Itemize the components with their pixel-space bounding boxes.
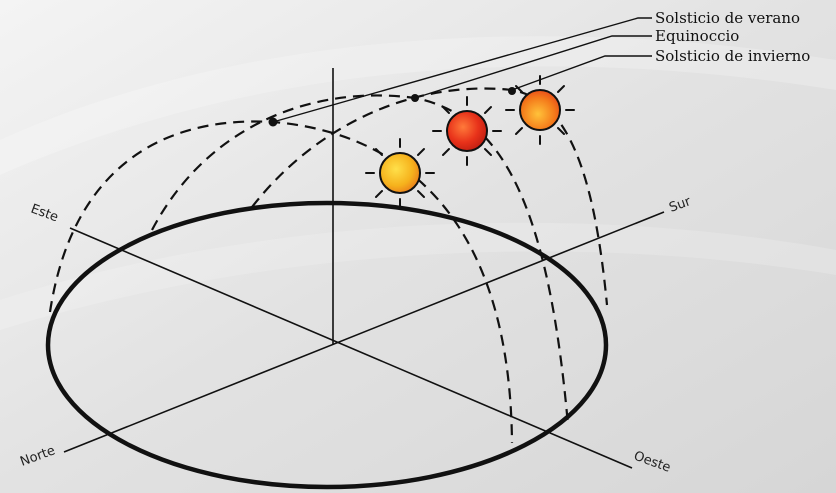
leader-equinox bbox=[414, 35, 652, 99]
direction-south-label: Sur bbox=[667, 194, 693, 216]
sun-rays bbox=[365, 138, 435, 208]
sun-rays bbox=[432, 96, 502, 166]
legend-winter-solstice: Solsticio de invierno bbox=[655, 47, 810, 65]
background-sheen bbox=[0, 36, 836, 330]
sun-icon bbox=[365, 138, 435, 208]
horizon-ellipse bbox=[45, 200, 609, 490]
leader-winter-solstice bbox=[511, 55, 652, 91]
sun-icon bbox=[432, 96, 502, 166]
east-west-axis bbox=[69, 227, 633, 469]
north-south-axis bbox=[63, 211, 665, 453]
leader-summer-solstice bbox=[272, 17, 652, 123]
summer-solstice-marker bbox=[268, 117, 278, 127]
sun-icon bbox=[505, 75, 575, 145]
summer-solstice-path bbox=[48, 120, 514, 444]
sun-rays bbox=[505, 75, 575, 145]
legend-summer-solstice: Solsticio de verano bbox=[655, 9, 800, 27]
winter-solstice-marker bbox=[508, 87, 516, 95]
equinox-marker bbox=[411, 94, 419, 102]
legend-equinox: Equinoccio bbox=[655, 27, 739, 45]
